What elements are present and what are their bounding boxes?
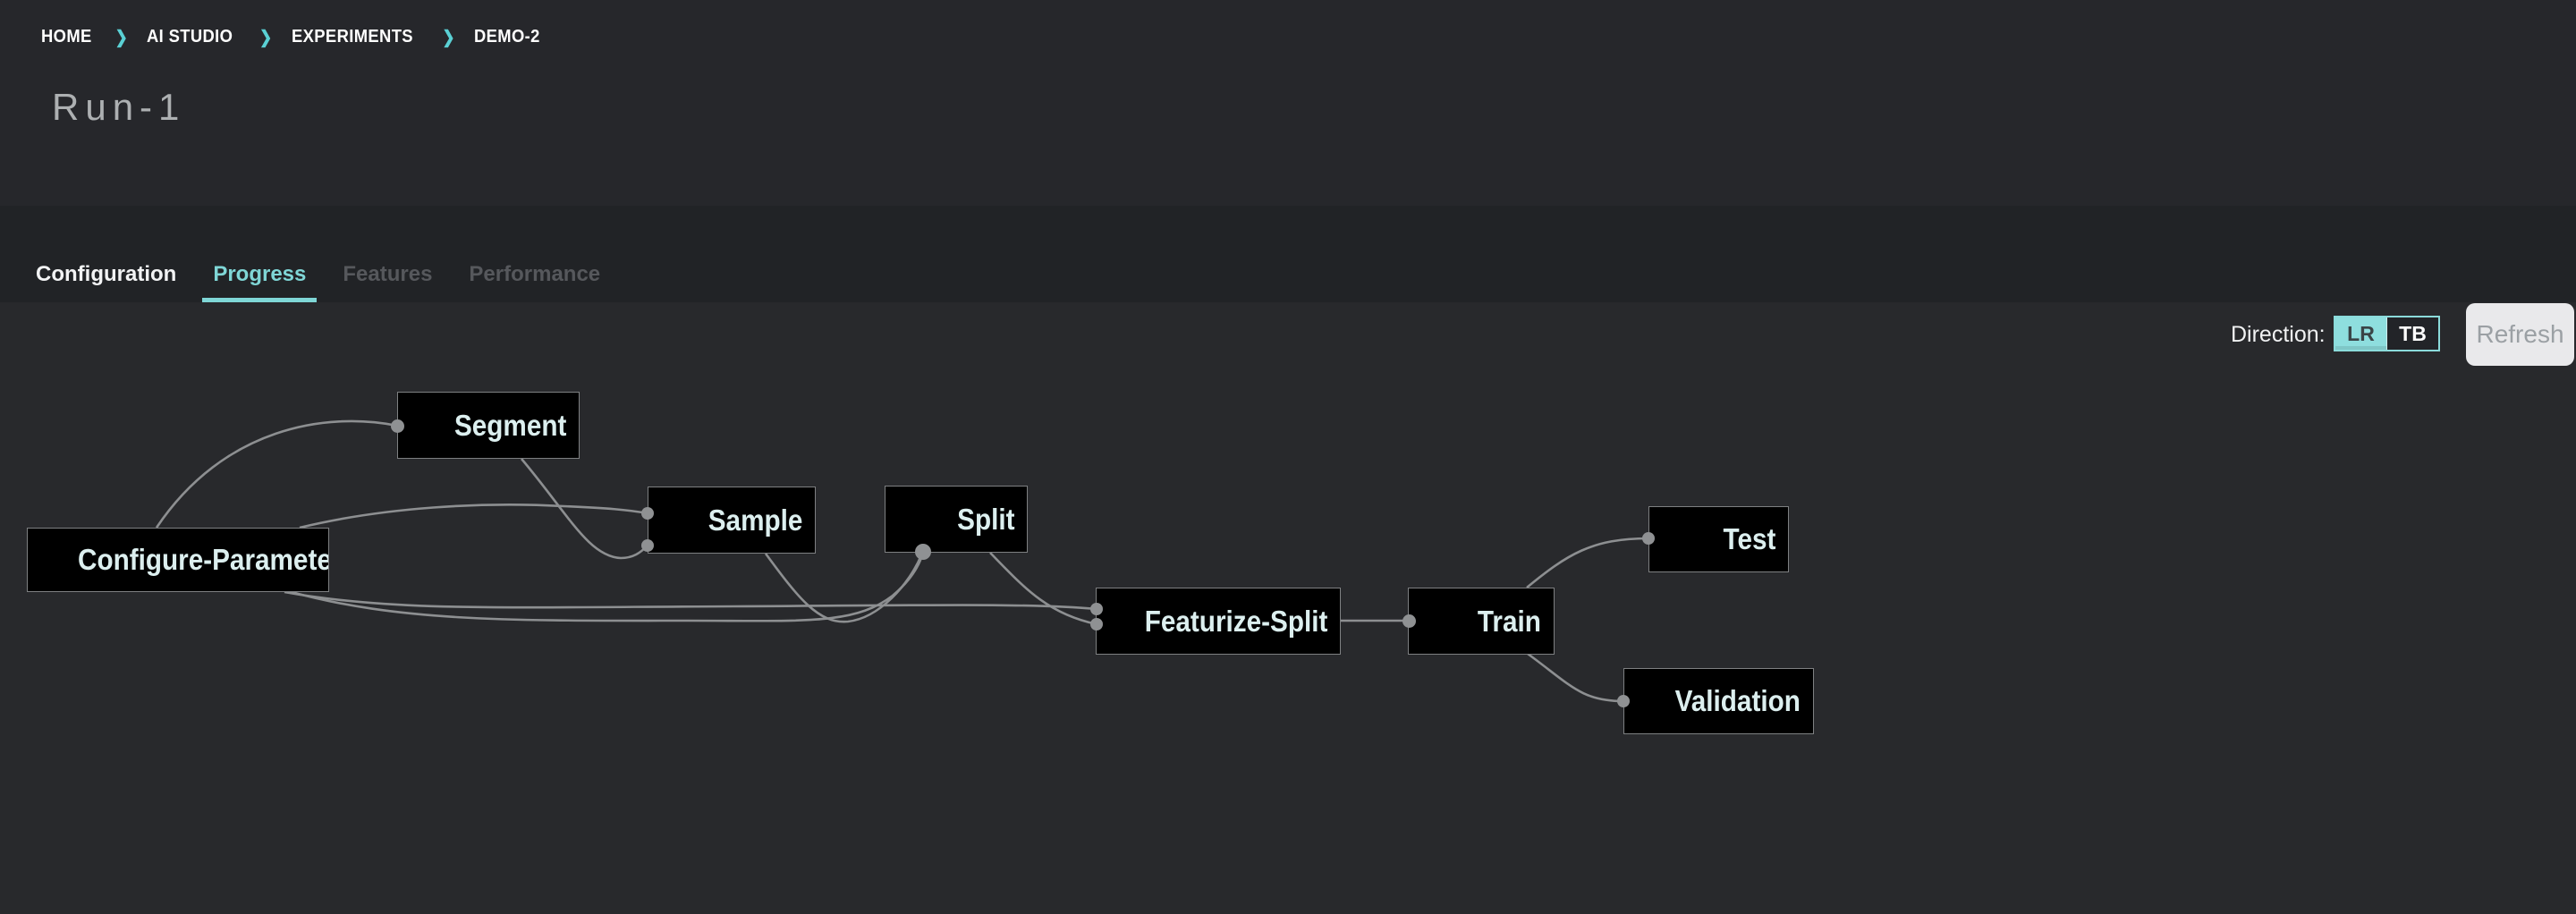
tab-features[interactable]: Features (343, 262, 433, 286)
page-title: Run-1 (52, 86, 186, 128)
node-label: Train (1478, 604, 1541, 638)
node-validation[interactable]: Validation (1623, 668, 1814, 734)
tab-band: Configuration Progress Features Performance (0, 206, 2576, 302)
edge-endpoint-dot-test (1642, 532, 1655, 545)
direction-toggle: LR TB (2334, 316, 2440, 351)
node-segment[interactable]: Segment (397, 392, 580, 459)
node-split[interactable]: Split (885, 486, 1028, 553)
edge-endpoint-dot-split (915, 544, 931, 560)
refresh-button[interactable]: Refresh (2466, 303, 2574, 366)
breadcrumb-item-experiments[interactable]: EXPERIMENTS (291, 27, 413, 47)
node-label: Validation (1674, 684, 1801, 717)
tab-configuration[interactable]: Configuration (36, 262, 177, 286)
direction-label: Direction: (2231, 322, 2326, 347)
edge-endpoint-dot-train (1402, 614, 1416, 628)
node-train[interactable]: Train (1408, 588, 1555, 655)
breadcrumb-item-ai-studio[interactable]: AI STUDIO (147, 27, 233, 47)
chevron-right-icon: ❯ (114, 27, 129, 47)
chevron-right-icon: ❯ (442, 27, 456, 47)
tab-bar: Configuration Progress Features Performance (25, 262, 626, 302)
page-header: HOME ❯ AI STUDIO ❯ EXPERIMENTS ❯ DEMO-2 Run-1 (0, 0, 2576, 206)
node-label: Segment (453, 408, 566, 442)
edge-endpoint-dot-segment (390, 419, 404, 433)
chevron-right-icon: ❯ (258, 27, 273, 47)
direction-option-tb[interactable]: TB (2386, 317, 2438, 350)
node-label: Configure-Parameters (78, 543, 329, 576)
edge-endpoint-dot-sample (641, 507, 654, 520)
breadcrumb-item-demo-2[interactable]: DEMO-2 (474, 27, 540, 47)
node-label: Split (956, 502, 1014, 536)
node-configure-parameters[interactable]: Configure-Parameters (27, 528, 329, 592)
edge-endpoint-dot-validation (1617, 695, 1630, 707)
node-label: Sample (708, 503, 802, 537)
breadcrumb-item-home[interactable]: HOME (41, 27, 92, 47)
tab-progress[interactable]: Progress (202, 262, 318, 302)
node-sample[interactable]: Sample (648, 487, 816, 554)
node-featurize-split[interactable]: Featurize-Split (1096, 588, 1341, 655)
breadcrumb: HOME ❯ AI STUDIO ❯ EXPERIMENTS ❯ DEMO-2 (41, 27, 546, 47)
node-label: Featurize-Split (1144, 604, 1327, 638)
node-label: Test (1723, 522, 1775, 555)
edge-endpoint-dot-featurize-split (1090, 603, 1103, 615)
edge-endpoint-dot-sample (641, 539, 654, 552)
tab-performance[interactable]: Performance (469, 262, 601, 286)
node-test[interactable]: Test (1648, 506, 1789, 572)
direction-option-lr[interactable]: LR (2335, 317, 2386, 350)
edge-endpoint-dot-featurize-split (1090, 618, 1103, 630)
